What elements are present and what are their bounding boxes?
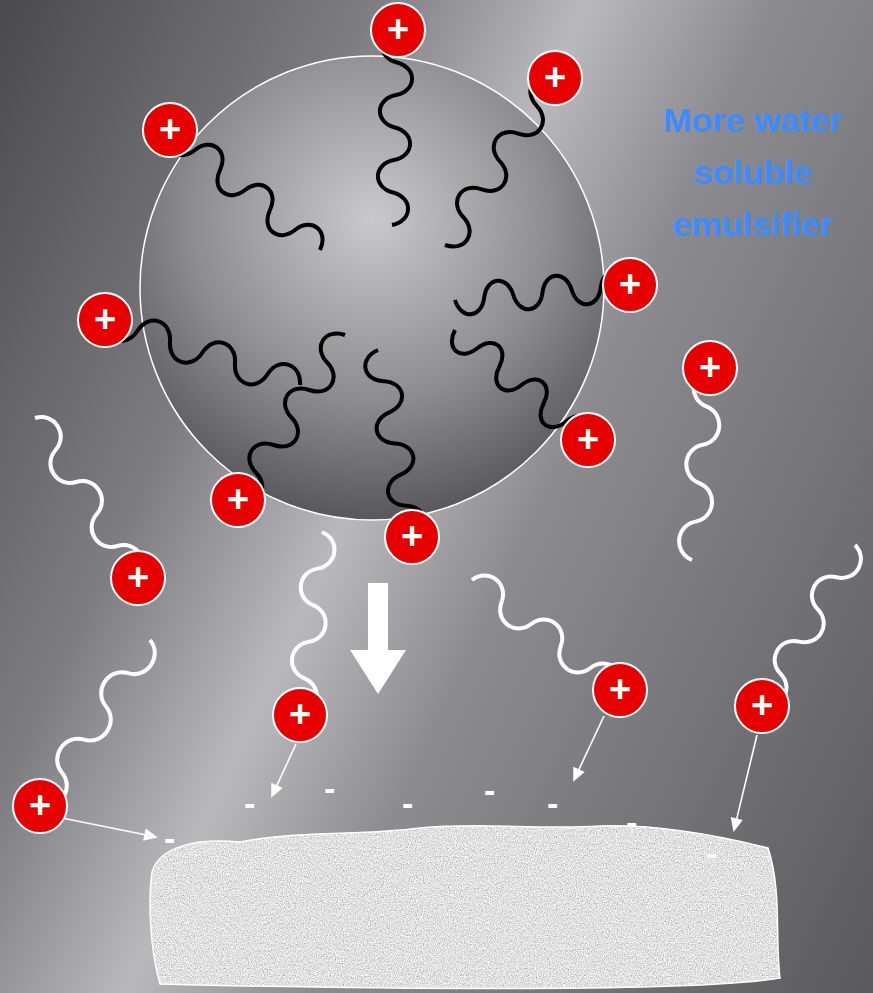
leader-line	[62, 818, 150, 836]
leader-arrowhead	[272, 784, 281, 796]
leader-arrowhead	[144, 830, 156, 840]
cationic-head	[561, 413, 615, 467]
positive-charge: +	[227, 480, 249, 518]
cationic-head	[273, 688, 327, 742]
hydrophobic-tail	[365, 350, 424, 537]
aggregate-texture	[140, 815, 790, 993]
cationic-head	[593, 663, 647, 717]
negative-charge: -	[402, 786, 413, 820]
negative-charge: -	[547, 786, 558, 820]
cationic-head	[111, 551, 165, 605]
hydrophobic-tail	[378, 30, 412, 225]
cationic-head	[13, 779, 67, 833]
leader-arrowhead	[732, 818, 742, 830]
aggregate-outline	[150, 826, 780, 989]
positive-charge: +	[609, 670, 631, 708]
positive-charge: +	[544, 58, 566, 96]
positive-charge: +	[94, 300, 116, 338]
positive-charge: +	[127, 558, 149, 596]
cationic-head	[385, 510, 439, 564]
cationic-head	[211, 473, 265, 527]
positive-charge: +	[159, 110, 181, 148]
leader-line	[735, 735, 757, 824]
positive-charge: +	[699, 348, 721, 386]
positive-charge: +	[577, 420, 599, 458]
positive-charge: +	[387, 10, 409, 48]
negative-charge: -	[244, 786, 255, 820]
cationic-head	[735, 679, 789, 733]
cationic-head	[683, 341, 737, 395]
cationic-head	[143, 103, 197, 157]
negative-charge: -	[324, 771, 335, 805]
cationic-head	[528, 51, 582, 105]
positive-charge: +	[29, 786, 51, 824]
positive-charge: +	[289, 695, 311, 733]
free-emulsifier-tail	[679, 368, 719, 560]
leader-line	[577, 716, 604, 775]
emulsifier-note: More water soluble emulsifier	[640, 94, 866, 250]
free-emulsifier-tail	[40, 640, 155, 807]
negative-charge: -	[706, 836, 717, 870]
asphalt-droplet	[140, 56, 604, 520]
cationic-head	[78, 293, 132, 347]
cationic-head	[603, 258, 657, 312]
hydrophobic-tail	[105, 320, 300, 385]
cationic-head	[371, 3, 425, 57]
positive-charge: +	[401, 517, 423, 555]
negative-charge: -	[484, 773, 495, 807]
hydrophobic-tail	[238, 333, 345, 501]
leader-arrowhead	[574, 768, 583, 780]
positive-charge: +	[619, 265, 641, 303]
down-arrow	[350, 583, 406, 694]
positive-charge: +	[751, 686, 773, 724]
leader-line	[275, 744, 296, 791]
hydrophobic-tail	[445, 76, 555, 246]
negative-charge: -	[164, 821, 175, 855]
negative-charge: -	[626, 805, 637, 839]
